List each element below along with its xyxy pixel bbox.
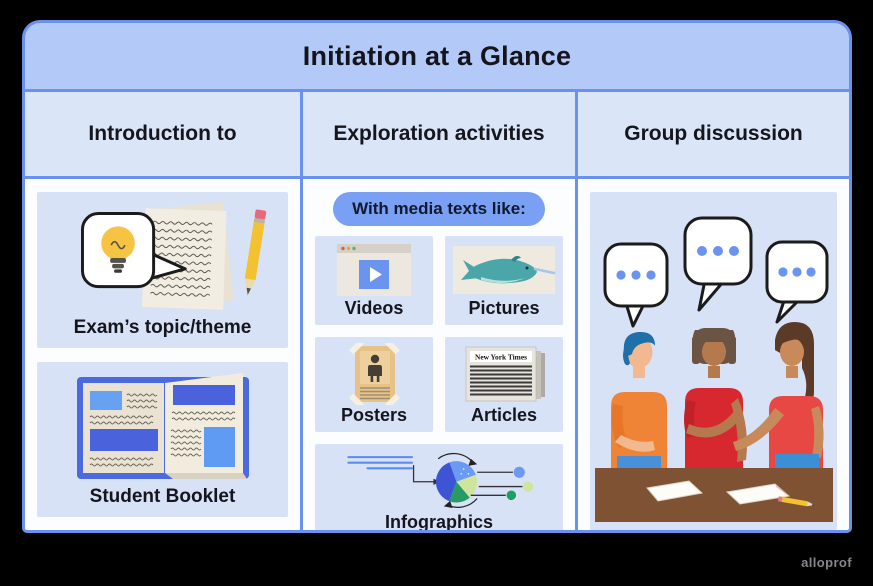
student-booklet-illustration bbox=[41, 368, 284, 487]
exploration-column: With media texts like: Videos bbox=[303, 179, 575, 530]
media-grid: Videos Pictures bbox=[315, 236, 563, 530]
posters-illustration bbox=[319, 343, 429, 405]
exam-topic-illustration bbox=[41, 198, 284, 317]
videos-label: Videos bbox=[344, 298, 404, 318]
student-booklet-tile: Student Booklet bbox=[37, 361, 288, 517]
initiation-table: Initiation at a Glance Introduction to E… bbox=[22, 20, 852, 533]
pencil-icon bbox=[777, 496, 815, 507]
page-title: Initiation at a Glance bbox=[302, 40, 572, 71]
alloprof-watermark: alloprof bbox=[801, 555, 852, 570]
table bbox=[594, 468, 833, 522]
column-header-exploration: Exploration activities bbox=[303, 92, 575, 176]
pictures-tile: Pictures bbox=[445, 236, 563, 325]
exam-topic-tile: Exam’s topic/theme bbox=[37, 192, 288, 348]
articles-label: Articles bbox=[470, 405, 538, 425]
group-discussion-column bbox=[578, 179, 849, 530]
infographics-tile: Infographics bbox=[315, 444, 563, 530]
infographics-label: Infographics bbox=[384, 512, 493, 530]
pictures-label: Pictures bbox=[468, 298, 540, 318]
speech-bubble-icon bbox=[603, 242, 668, 328]
infographics-illustration bbox=[319, 450, 559, 512]
videos-illustration bbox=[319, 242, 429, 298]
introduction-column: Exam’s topic/theme bbox=[25, 179, 300, 530]
newspaper-icon: New York Times bbox=[465, 346, 545, 402]
speech-bubble-icon bbox=[683, 216, 752, 312]
media-texts-pill: With media texts like: bbox=[333, 192, 545, 226]
person-red-shirt-right bbox=[732, 322, 824, 468]
column-header-introduction: Introduction to bbox=[25, 92, 300, 176]
student-booklet-label: Student Booklet bbox=[89, 486, 236, 507]
video-player-icon bbox=[337, 244, 411, 296]
title-band: Initiation at a Glance bbox=[25, 23, 849, 89]
group-discussion-tile bbox=[590, 192, 837, 530]
person-orange-shirt bbox=[610, 331, 667, 468]
articles-tile: New York Times Articles bbox=[445, 337, 563, 432]
videos-tile: Videos bbox=[315, 236, 433, 325]
narwhal-picture-icon bbox=[453, 246, 556, 294]
pictures-illustration bbox=[449, 242, 559, 298]
newspaper-masthead: New York Times bbox=[475, 353, 527, 362]
pie-chart-infographic-icon bbox=[347, 452, 534, 509]
poster-icon bbox=[349, 343, 400, 405]
posters-label: Posters bbox=[340, 405, 408, 425]
articles-illustration: New York Times bbox=[449, 343, 559, 405]
posters-tile: Posters bbox=[315, 337, 433, 432]
lightbulb-paper-pencil-icon bbox=[81, 202, 267, 311]
column-header-group-discussion: Group discussion bbox=[578, 92, 849, 176]
person-red-shirt-middle bbox=[683, 328, 747, 468]
open-booklet-icon bbox=[76, 372, 249, 479]
speech-bubble-icon bbox=[765, 240, 828, 324]
group-discussion-illustration bbox=[594, 216, 833, 522]
exam-topic-label: Exam’s topic/theme bbox=[73, 316, 252, 338]
